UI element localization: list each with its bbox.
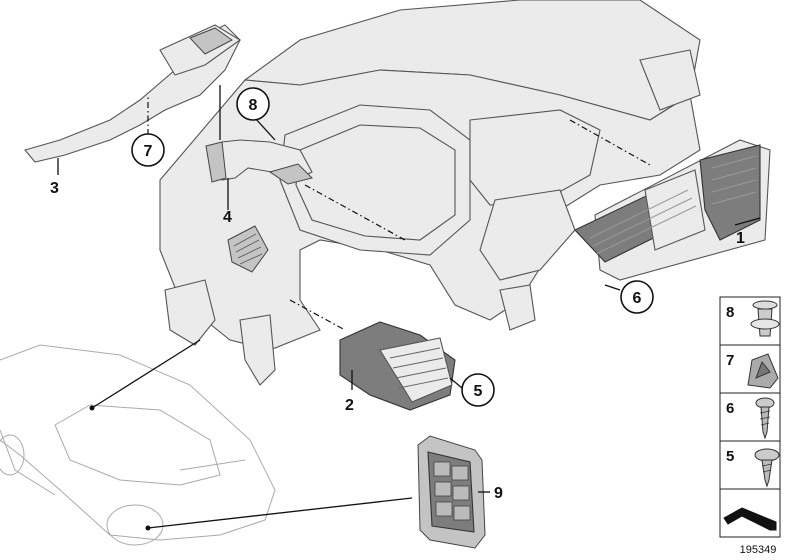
center-air-vent [574,139,771,281]
side-air-vent [339,321,456,411]
legend-item-6: 6 [719,392,781,442]
callout-4: 4 [223,209,232,226]
legend-label: 7 [726,352,734,369]
rear-vent-grille [417,435,486,549]
callout-label: 3 [50,180,59,197]
callout-label: 4 [223,209,232,226]
callout-6: 6 [620,280,654,314]
legend-item-8: 8 [719,296,781,346]
callout-label: 1 [736,230,745,247]
legend-label: 5 [726,448,734,465]
car-location-outline [0,344,276,546]
callout-label: 8 [249,97,258,114]
callout-2: 2 [345,397,354,414]
legend-item-7: 7 [719,344,781,394]
fastener-legend: 8 7 6 5 [719,296,781,538]
legend-item-5: 5 [719,440,781,490]
callout-3: 3 [50,180,59,197]
diagram-reference-number: 195349 [740,544,777,556]
callout-label: 7 [144,143,153,160]
legend-direction-symbol [719,488,781,538]
callout-label: 5 [474,383,483,400]
legend-label: 6 [726,400,734,417]
callout-label: 2 [345,397,354,414]
left-air-duct [24,24,242,163]
leader-lines [57,85,761,531]
callout-5: 5 [461,373,495,407]
callout-8: 8 [236,87,270,121]
callout-label: 6 [633,290,642,307]
center-duct-elbow [205,139,313,185]
callout-label: 9 [494,485,503,502]
dashboard-panel [159,0,701,386]
callout-7: 7 [131,133,165,167]
legend-label: 8 [726,304,734,321]
callout-1: 1 [736,230,745,247]
callout-9: 9 [494,485,503,502]
